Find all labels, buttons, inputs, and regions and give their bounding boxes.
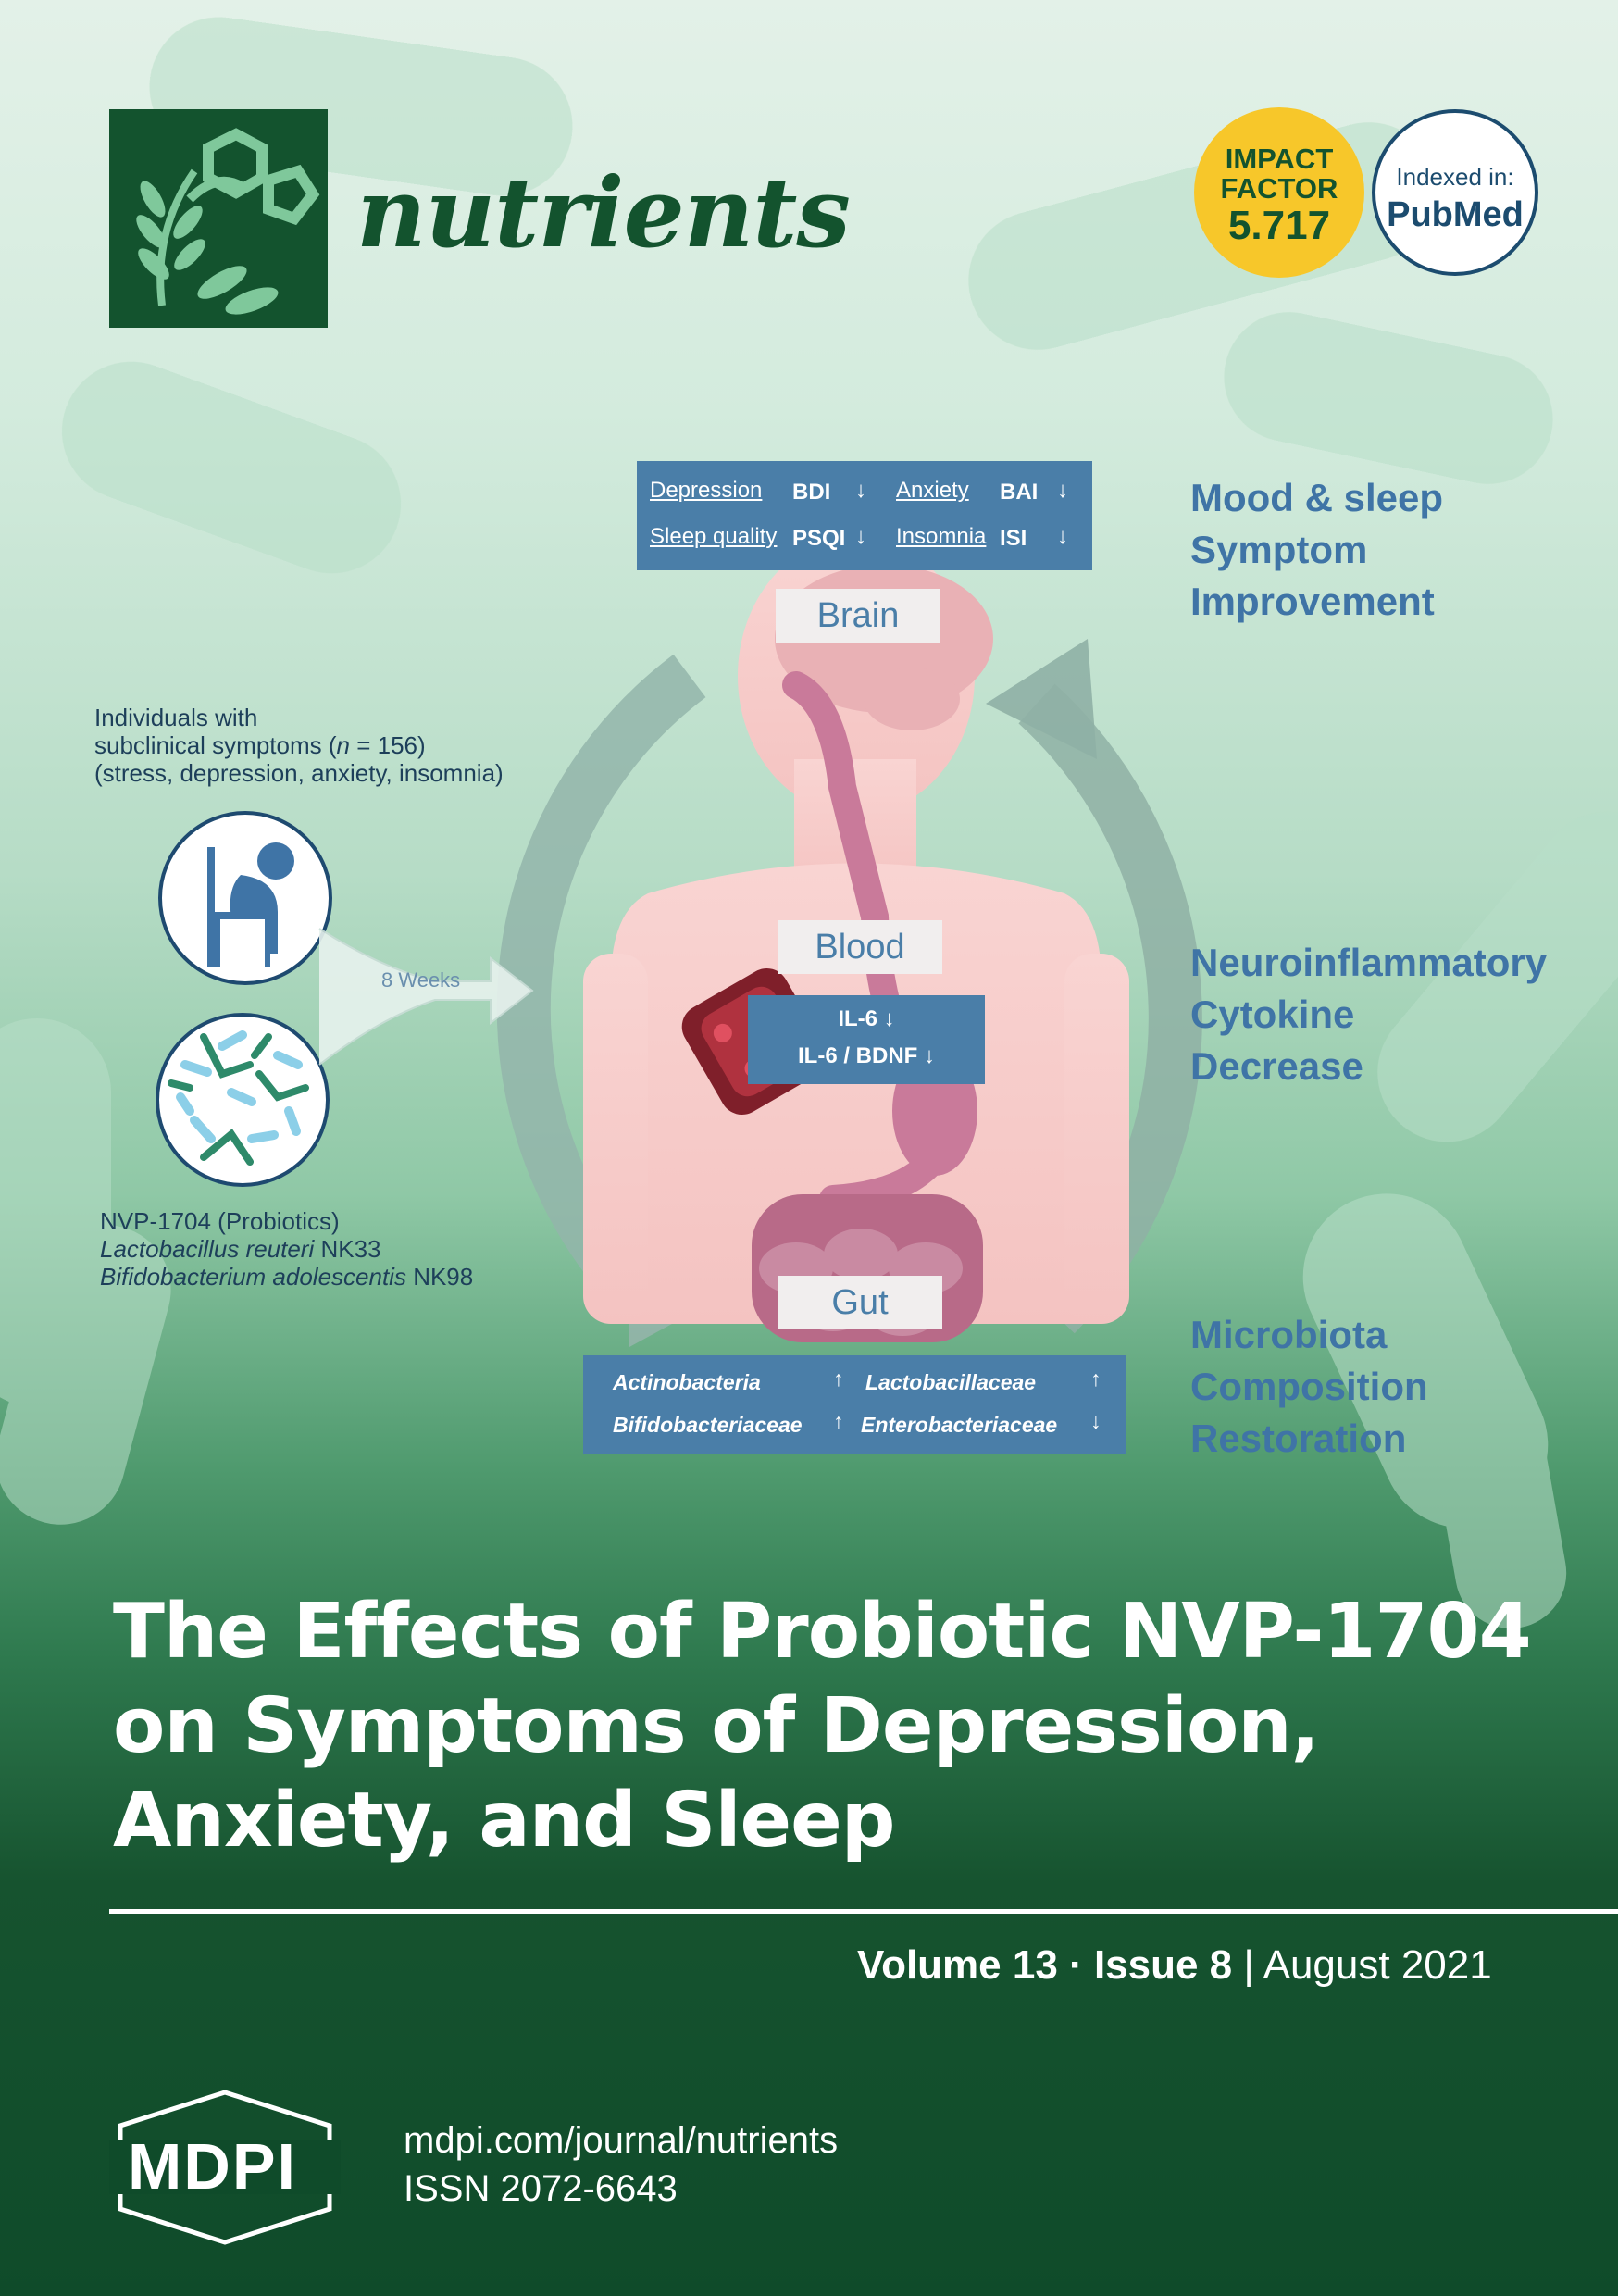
date-separator: | <box>1232 1942 1263 1988</box>
impact-value: 5.717 <box>1227 203 1331 248</box>
actinobacteria-label: Actinobacteria <box>613 1370 761 1394</box>
volume-label: Volume 13 <box>857 1942 1058 1988</box>
impact-factor-badge: IMPACT FACTOR 5.717 <box>1194 107 1364 278</box>
logo-emblem-icon <box>136 128 320 315</box>
factor-label: FACTOR <box>1220 172 1338 205</box>
issue-date: August 2021 <box>1263 1942 1492 1988</box>
micro-heading-line1: Microbiota <box>1190 1313 1388 1356</box>
bdi-down-arrow: ↓ <box>855 478 866 503</box>
probiotic-strain2-species: Bifidobacterium adolescentis <box>100 1263 406 1291</box>
probiotic-strain2-code: NK98 <box>405 1263 474 1291</box>
probiotic-line3: Bifidobacterium adolescentis NK98 <box>100 1263 473 1291</box>
neuro-heading-line1: Neuroinflammatory <box>1190 941 1548 984</box>
probiotic-line1: NVP-1704 (Probiotics) <box>100 1207 340 1235</box>
participants-line1: Individuals with <box>94 704 258 731</box>
impact-label: IMPACT <box>1225 143 1334 175</box>
pubmed-label: PubMed <box>1387 195 1524 234</box>
mood-heading-line1: Mood & sleep <box>1190 476 1444 519</box>
probiotic-line2: Lactobacillus reuteri NK33 <box>100 1235 473 1263</box>
anxiety-label: Anxiety <box>896 478 969 503</box>
mood-heading-line3: Improvement <box>1190 580 1435 623</box>
lactobacillaceae-label: Lactobacillaceae <box>865 1370 1037 1394</box>
volume-separator: · <box>1057 1942 1094 1988</box>
probiotics-note: NVP-1704 (Probiotics) Lactobacillus reut… <box>100 1207 473 1291</box>
gut-microbiota-table: Actinobacteria ↑ Lactobacillaceae ↑ Bifi… <box>583 1355 1126 1454</box>
issue-label: Issue 8 <box>1093 1942 1233 1988</box>
neuro-heading-line2: Cytokine <box>1190 992 1355 1036</box>
brain-label: Brain <box>776 589 940 643</box>
blood-markers-table: IL-6 ↓ IL-6 / BDNF ↓ <box>748 995 985 1084</box>
mdpi-logo-text: MDPI <box>128 2130 297 2202</box>
participants-line3: (stress, depression, anxiety, insomnia) <box>94 759 504 787</box>
mood-sleep-heading: Mood & sleep Symptom Improvement <box>1190 472 1443 628</box>
bai-down-arrow: ↓ <box>1057 478 1068 503</box>
sleep-quality-label: Sleep quality <box>650 524 778 549</box>
microbiota-heading: Microbiota Composition Restoration <box>1190 1309 1428 1465</box>
probiotic-strain1-code: NK33 <box>314 1235 381 1263</box>
participants-line2-a: subclinical symptoms ( <box>94 731 337 759</box>
isi-down-arrow: ↓ <box>1057 524 1068 549</box>
il6-bdnf-marker: IL-6 / BDNF ↓ <box>798 1043 935 1068</box>
article-title: The Effects of Probiotic NVP-1704 on Sym… <box>113 1588 1532 1865</box>
participants-line2-b: = 156) <box>349 731 426 759</box>
mdpi-logo-icon <box>109 2090 341 2245</box>
enterobacteriaceae-down-arrow: ↓ <box>1090 1409 1101 1433</box>
pubmed-badge: Indexed in: PubMed <box>1372 109 1538 276</box>
il6-marker: IL-6 ↓ <box>838 1006 895 1031</box>
bifidobacteriaceae-label: Bifidobacteriaceae <box>613 1413 803 1437</box>
participants-note: Individuals with subclinical symptoms (n… <box>94 704 504 787</box>
gut-label: Gut <box>778 1276 942 1329</box>
bai-label: BAI <box>1000 480 1039 505</box>
isi-label: ISI <box>1000 526 1027 551</box>
neuro-heading-line3: Decrease <box>1190 1044 1363 1088</box>
probiotic-strain1-species: Lactobacillus reuteri <box>100 1235 315 1263</box>
issue-info: Volume 13 · Issue 8 | August 2021 <box>857 1942 1492 1989</box>
title-divider <box>109 1909 1618 1914</box>
psqi-down-arrow: ↓ <box>855 524 866 549</box>
neuroinflammatory-heading: Neuroinflammatory Cytokine Decrease <box>1190 937 1547 1092</box>
micro-heading-line3: Restoration <box>1190 1416 1407 1460</box>
actinobacteria-up-arrow: ↑ <box>833 1366 844 1391</box>
bdi-label: BDI <box>792 480 831 505</box>
enterobacteriaceae-label: Enterobacteriaceae <box>861 1413 1058 1437</box>
depression-label: Depression <box>650 478 763 503</box>
micro-heading-line2: Composition <box>1190 1365 1428 1408</box>
duration-label: 8 Weeks <box>381 968 461 992</box>
blood-label: Blood <box>778 920 942 974</box>
journal-title: nutrients <box>356 156 851 269</box>
journal-url[interactable]: mdpi.com/journal/nutrients <box>404 2120 839 2161</box>
issn-label: ISSN 2072-6643 <box>404 2168 678 2209</box>
insomnia-label: Insomnia <box>896 524 987 549</box>
lactobacillaceae-up-arrow: ↑ <box>1090 1366 1101 1391</box>
indexed-label: Indexed in: <box>1396 163 1514 191</box>
mood-heading-line2: Symptom <box>1190 528 1368 571</box>
bifidobacteriaceae-up-arrow: ↑ <box>833 1409 844 1433</box>
psqi-label: PSQI <box>792 526 846 551</box>
brain-scores-table: Depression BDI ↓ Anxiety BAI ↓ Sleep qua… <box>637 461 1092 570</box>
participants-line2: subclinical symptoms (n = 156) <box>94 731 504 759</box>
participants-n: n <box>336 731 350 759</box>
